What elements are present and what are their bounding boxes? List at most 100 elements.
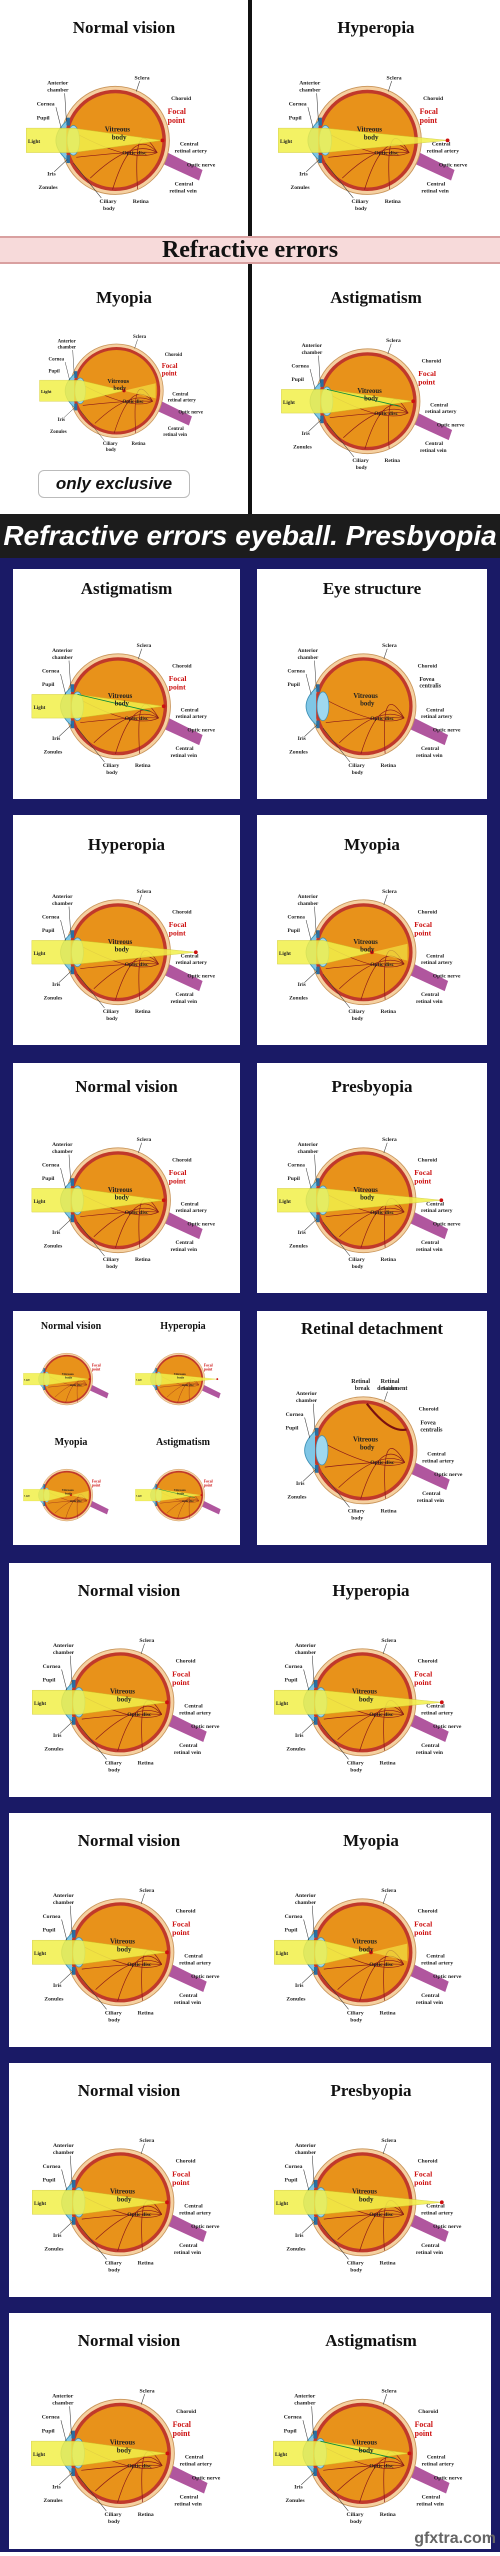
retinal-artery-label: retinal artery — [179, 1960, 211, 1966]
optic-nerve — [86, 1499, 109, 1515]
body-label: body — [117, 2446, 132, 2454]
zonules-label: Zonules — [286, 1747, 306, 1753]
focal-point-dot — [439, 1198, 444, 1203]
choroid-label: Choroid — [422, 358, 441, 364]
optic-disc-label: Optic disc — [182, 1500, 194, 1503]
retinal-artery-label: retinal artery — [421, 1960, 453, 1966]
iris-label: Iris — [298, 1230, 306, 1236]
leader-line — [303, 1919, 310, 1941]
detachment-label: detachment — [377, 1386, 407, 1392]
retina-label: Retina — [132, 442, 146, 447]
iris — [313, 2430, 317, 2439]
leader-line — [312, 2155, 315, 2184]
panel-title: Normal vision — [77, 1581, 181, 1600]
ciliary-label: Ciliary — [105, 2011, 122, 2017]
choroid-label: Choroid — [176, 1659, 197, 1665]
iris — [71, 2430, 75, 2439]
panel-title: Astigmatism — [325, 2331, 417, 2350]
leader-line — [59, 1971, 74, 1984]
leader-line — [61, 1919, 68, 1941]
top-divider-2 — [248, 264, 252, 514]
blood-vessel — [360, 955, 405, 1001]
vitreous-label: Vitreous — [174, 1488, 187, 1492]
light-beam — [278, 127, 448, 153]
focal-label: Focal — [172, 1669, 191, 1678]
leader-line — [312, 1905, 315, 1934]
chamber-label: chamber — [52, 901, 73, 907]
blood-vessel — [80, 963, 159, 969]
optic-nerve — [404, 2462, 450, 2494]
point-label: point — [204, 1484, 213, 1488]
pupil-label: Pupil — [284, 2428, 297, 2434]
ciliary-label: Ciliary — [103, 763, 120, 769]
blood-vessel — [325, 1211, 405, 1217]
iris — [70, 684, 75, 692]
point-label: point — [162, 371, 178, 378]
optic-disc-label: Optic disc — [369, 2463, 394, 2469]
focal-point-dot — [165, 2451, 170, 2456]
pupil-label: Pupil — [285, 1928, 298, 1934]
central-artery-label: Central — [427, 2455, 446, 2461]
chamber-label: chamber — [58, 346, 77, 351]
zonules-label: Zonules — [289, 996, 308, 1002]
light-label: Light — [41, 389, 52, 394]
optic-nerve-label: Optic nerve — [433, 728, 461, 734]
blood-vessel — [115, 709, 159, 755]
leader-line — [322, 728, 351, 763]
ciliary-body-label: body — [350, 1767, 362, 1773]
pupil-label: Pupil — [43, 2178, 56, 2184]
blood-vessel — [54, 1498, 87, 1514]
body-label: body — [65, 1492, 72, 1496]
cornea-label: Cornea — [287, 914, 305, 920]
panel-title: Myopia — [343, 1831, 399, 1850]
pupil-label: Pupil — [289, 115, 302, 121]
sclera-label: Sclera — [382, 643, 397, 649]
vitreous-label: Vitreous — [353, 693, 378, 700]
body-label: body — [359, 1946, 374, 1953]
pupil-label: Pupil — [287, 1176, 300, 1182]
focal-label: Focal — [172, 1919, 191, 1928]
centralis-label: centralis — [420, 1427, 443, 1433]
focal-label: Focal — [418, 369, 436, 378]
retina-label: Retina — [380, 2261, 396, 2267]
optic-disc-label: Optic disc — [127, 1962, 152, 1968]
cornea-label: Cornea — [49, 358, 65, 363]
focal-label: Focal — [414, 920, 432, 929]
leader-line — [54, 159, 68, 172]
point-label: point — [414, 1678, 432, 1687]
leader-line — [302, 2420, 309, 2442]
iris — [66, 155, 70, 164]
retinal-vein-label: retinal vein — [416, 999, 443, 1005]
body-label: body — [359, 2196, 374, 2203]
leader-line — [320, 1974, 349, 2010]
retinal-break-label: Retinal — [351, 1379, 370, 1385]
leader-line — [59, 2472, 73, 2485]
cornea-label: Cornea — [291, 363, 309, 369]
blood-vessel — [323, 698, 405, 722]
panel-title: Normal vision — [77, 2081, 181, 2100]
blood-vessel — [364, 404, 409, 450]
light-label: Light — [34, 951, 46, 957]
panel-title: Astigmatism — [330, 288, 422, 307]
optic-disc-label: Optic disc — [369, 2212, 394, 2218]
optic-nerve-label: Optic nerve — [187, 1222, 215, 1228]
optic-disc-label: Optic disc — [122, 150, 147, 156]
retinal-artery-label: retinal artery — [179, 2210, 211, 2216]
vitreous-label: Vitreous — [110, 2439, 135, 2447]
optic-disc-label: Optic disc — [370, 1210, 394, 1216]
iris — [318, 155, 322, 164]
body-label: body — [117, 1946, 132, 1953]
retina-label: Retina — [380, 763, 396, 769]
retinal-artery-label: retinal artery — [421, 1208, 453, 1214]
sclera-label: Sclera — [137, 1137, 152, 1143]
point-label: point — [173, 2429, 191, 2438]
zonules-label: Zonules — [38, 185, 58, 191]
cornea-label: Cornea — [285, 1914, 303, 1920]
optic-disc-label: Optic disc — [370, 962, 394, 968]
ciliary-body-label: body — [355, 206, 367, 212]
